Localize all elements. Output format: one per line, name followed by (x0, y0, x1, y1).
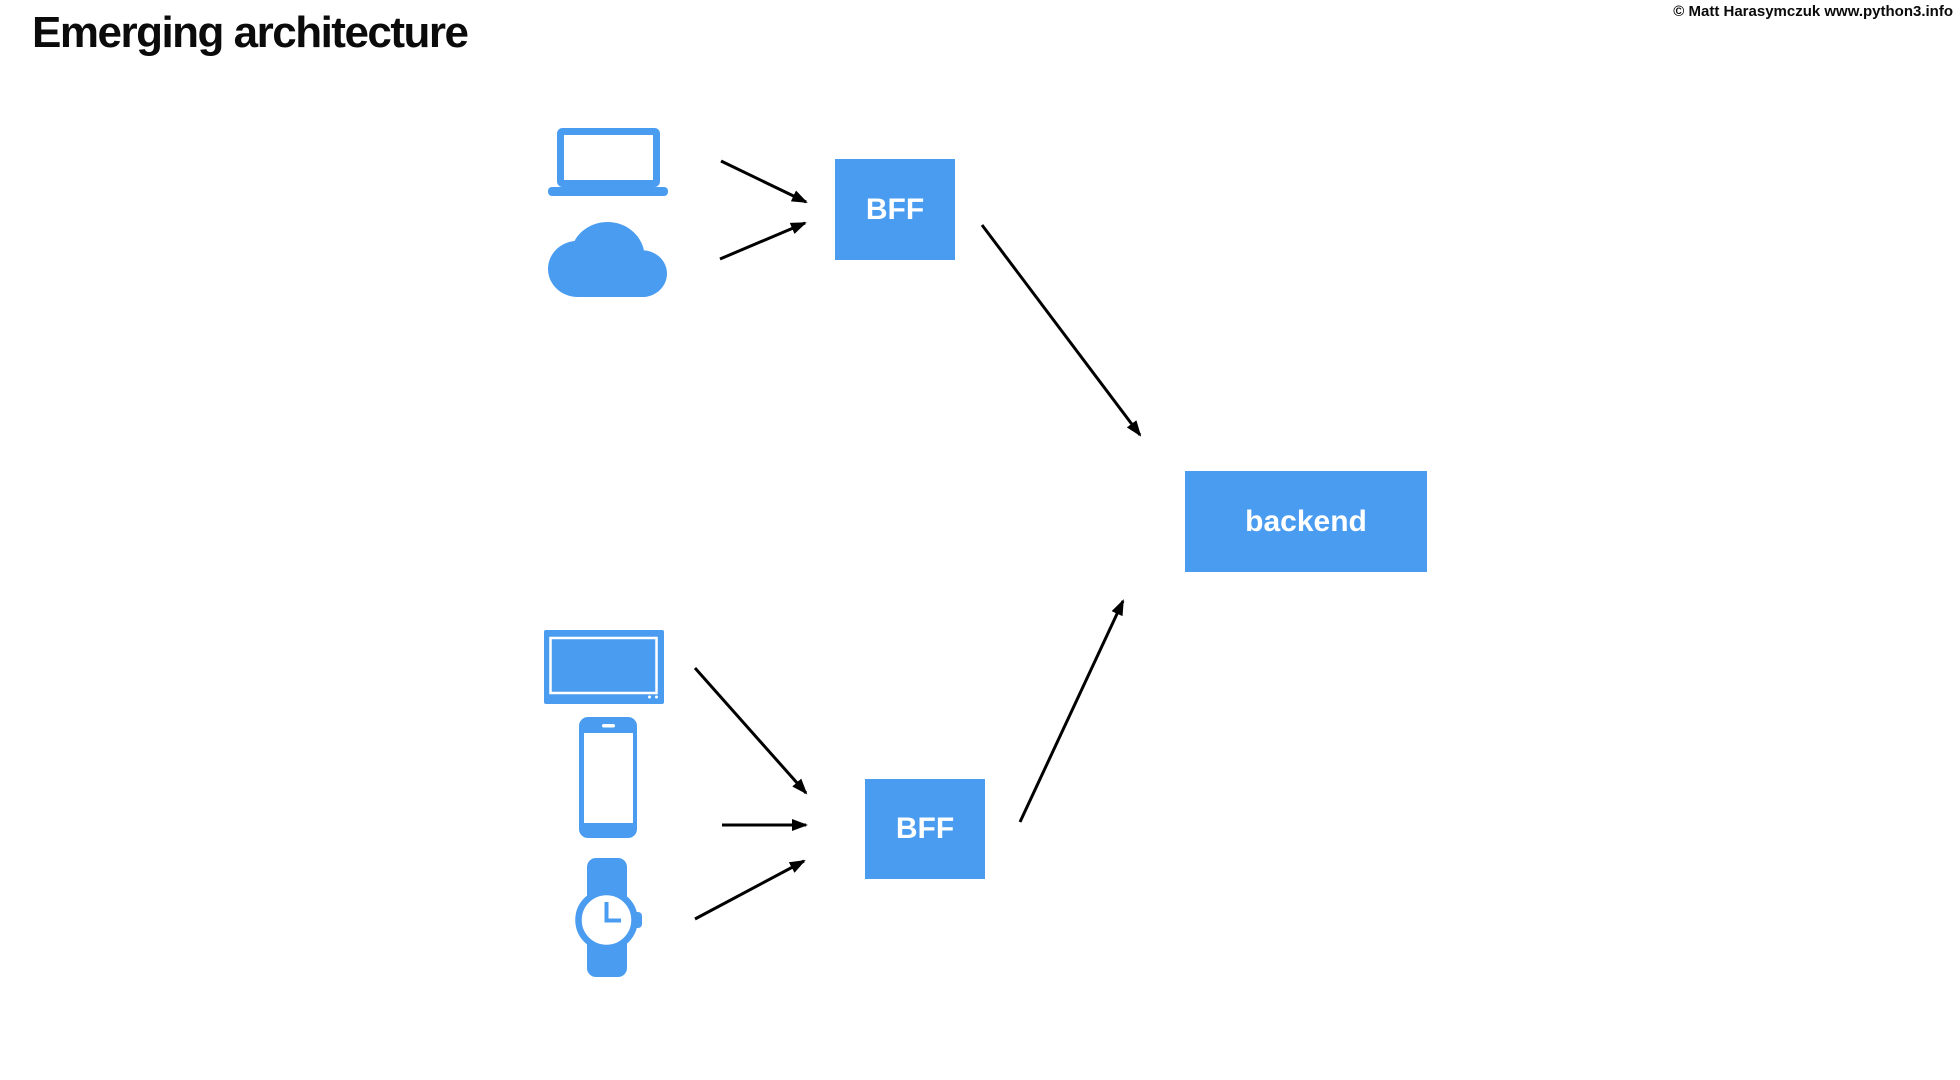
arrow-watch-to-bff-bottom (694, 859, 806, 921)
laptop-icon (548, 128, 668, 196)
watch-icon (575, 858, 642, 977)
bff-bottom-label: BFF (895, 812, 955, 845)
smartphone-icon (579, 717, 637, 838)
cloud-icon (548, 222, 667, 297)
backend-box: backend (1185, 471, 1427, 572)
arrow-cloud-to-bff-top (719, 221, 807, 261)
backend-label: backend (1245, 504, 1367, 538)
arrow-bff-bottom-to-backend (1018, 599, 1125, 823)
bff-top-label: BFF (865, 192, 925, 226)
arrow-tv-to-bff-bottom (693, 667, 808, 795)
page-title: Emerging architecture (32, 8, 469, 57)
tv-icon (544, 630, 664, 704)
copyright-text: © Matt Harasymczuk www.python3.info (1673, 3, 1953, 20)
bff-top-box: BFF (835, 159, 955, 260)
arrow-laptop-to-bff-top (720, 159, 808, 204)
arrow-bff-top-to-backend (980, 224, 1142, 437)
bff-bottom-box: BFF (865, 779, 985, 879)
